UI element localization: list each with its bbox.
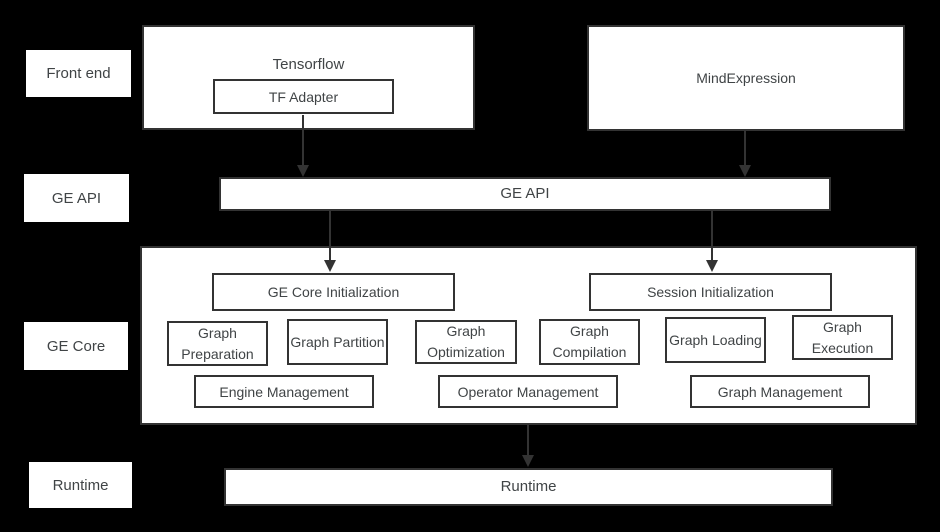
graph-compilation-box: Graph Compilation [539, 319, 640, 365]
graph-execution-label: Graph Execution [811, 318, 874, 356]
ge-core-initialization-label: GE Core Initialization [267, 284, 400, 300]
ge-core-initialization-box: GE Core Initialization [212, 273, 455, 311]
session-initialization-label: Session Initialization [647, 284, 774, 300]
arrow-shaft [744, 131, 746, 165]
tf-adapter-box: TF Adapter [213, 79, 394, 114]
graph-loading-box: Graph Loading [665, 317, 766, 363]
row-label-ge-core: GE Core [24, 322, 128, 370]
engine-management-label: Engine Management [219, 383, 349, 400]
row-label-front-end: Front end [26, 50, 131, 97]
graph-management-label: Graph Management [717, 383, 843, 400]
graph-optimization-label: Graph Optimization [427, 323, 505, 360]
ge-api-bar-label: GE API [500, 185, 550, 202]
mindexpression-label: MindExpression [696, 70, 796, 86]
arrow-geapi-to-session-init [706, 211, 718, 272]
row-label-ge-api: GE API [24, 174, 129, 222]
engine-management-box: Engine Management [194, 375, 374, 408]
runtime-bar: Runtime [224, 468, 833, 506]
row-label-runtime: Runtime [29, 462, 132, 508]
arrow-head-icon [324, 260, 336, 272]
ge-core-container: GE Core Initialization Session Initializ… [140, 246, 917, 425]
operator-management-box: Operator Management [438, 375, 618, 408]
ge-api-bar: GE API [219, 177, 831, 211]
tf-adapter-label: TF Adapter [268, 88, 339, 105]
tensorflow-box: Tensorflow TF Adapter [142, 25, 475, 130]
graph-execution-box: Graph Execution [792, 315, 893, 360]
arrow-geapi-to-gecore-init [324, 211, 336, 272]
graph-partition-box: Graph Partition [287, 319, 388, 365]
arrow-mindexpression-to-geapi [739, 131, 751, 177]
arrow-head-icon [706, 260, 718, 272]
graph-management-box: Graph Management [690, 375, 870, 408]
operator-management-label: Operator Management [457, 383, 599, 400]
graph-compilation-label: Graph Compilation [552, 323, 627, 360]
arrow-shaft [302, 115, 304, 165]
graph-partition-label: Graph Partition [290, 333, 385, 350]
arrow-gecore-to-runtime [522, 425, 534, 467]
session-initialization-box: Session Initialization [589, 273, 832, 311]
arrow-tfadapter-to-geapi [297, 115, 309, 177]
graph-optimization-box: Graph Optimization [415, 320, 517, 364]
arrow-head-icon [297, 165, 309, 177]
arrow-shaft [711, 211, 713, 260]
arrow-shaft [329, 211, 331, 260]
graph-preparation-label: Graph Preparation [181, 324, 254, 362]
arrow-head-icon [739, 165, 751, 177]
runtime-bar-label: Runtime [500, 478, 557, 495]
arrow-shaft [527, 425, 529, 455]
mindexpression-box: MindExpression [587, 25, 905, 131]
tensorflow-label: Tensorflow [272, 56, 345, 73]
graph-loading-label: Graph Loading [669, 331, 762, 348]
arrow-head-icon [522, 455, 534, 467]
graph-preparation-box: Graph Preparation [167, 321, 268, 366]
